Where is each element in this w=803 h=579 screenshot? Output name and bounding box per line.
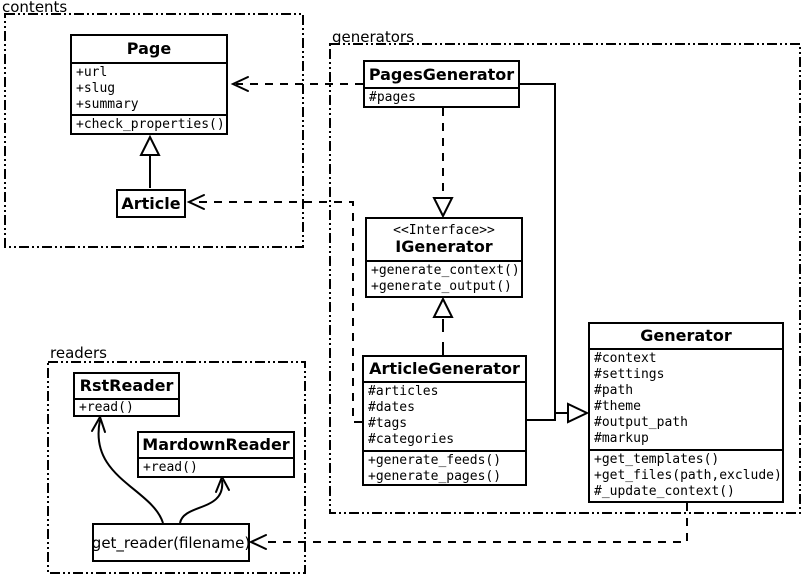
class-method: +check_properties() (76, 117, 225, 132)
package-contents-border (4, 13, 304, 248)
rstreader-methods-section: +read() (75, 398, 178, 415)
arrow-articlegenerator-to-igenerator (432, 296, 454, 355)
class-attribute: #categories (368, 432, 455, 447)
class-attribute: #theme (594, 399, 641, 414)
class-attribute: #settings (594, 367, 665, 382)
class-box-generator: Generator #context #settings #path #them… (588, 322, 784, 503)
class-method: +generate_context() (371, 263, 520, 278)
class-attribute: +url (76, 65, 108, 80)
class-box-article: Article (116, 189, 186, 218)
class-method: +generate_output() (371, 279, 512, 294)
igenerator-title-section: <<Interface>> IGenerator (367, 219, 521, 260)
class-attribute: #context (594, 351, 657, 366)
pagesgenerator-attributes-section: #pages (365, 87, 518, 106)
arrow-getreader-to-mardownreader (179, 474, 230, 524)
arrow-generator-to-getreader (248, 503, 688, 550)
igenerator-methods-section: +generate_context() +generate_output() (367, 260, 521, 296)
arrow-article-to-page (139, 134, 161, 188)
class-method: +read() (143, 460, 198, 475)
class-attribute: +slug (76, 81, 116, 96)
class-attribute: #tags (368, 416, 408, 431)
class-attribute: #markup (594, 431, 649, 446)
class-title-pagesgenerator: PagesGenerator (368, 64, 515, 84)
class-attribute: #output_path (594, 415, 688, 430)
mardownreader-methods-section: +read() (139, 457, 293, 476)
class-method: +get_templates() (594, 452, 720, 467)
class-title-article: Article (121, 193, 181, 213)
articlegenerator-methods-section: +generate_feeds() +generate_pages() (364, 450, 525, 484)
class-title-getreader: get_reader(filename) (92, 533, 250, 552)
class-title-igenerator: IGenerator (395, 237, 493, 256)
class-stereotype: <<Interface>> (393, 223, 495, 238)
class-box-rstreader: RstReader +read() (73, 372, 180, 417)
class-box-articlegenerator: ArticleGenerator #articles #dates #tags … (362, 355, 527, 486)
class-box-getreader: get_reader(filename) (92, 523, 250, 562)
class-box-pagesgenerator: PagesGenerator #pages (363, 60, 520, 108)
class-box-mardownreader: MardownReader +read() (137, 431, 295, 478)
class-attribute: #articles (368, 384, 439, 399)
page-methods-section: +check_properties() (72, 114, 226, 133)
class-title-page: Page (126, 39, 172, 58)
class-box-igenerator: <<Interface>> IGenerator +generate_conte… (365, 217, 523, 298)
articlegenerator-attributes-section: #articles #dates #tags #categories (364, 381, 525, 450)
class-title-articlegenerator: ArticleGenerator (369, 359, 520, 378)
generator-attributes-section: #context #settings #path #theme #output_… (590, 348, 782, 449)
arrow-pagesgenerator-to-igenerator (432, 108, 454, 219)
arrow-articlegenerator-to-article (186, 194, 362, 423)
class-attribute: #dates (368, 400, 415, 415)
class-title-generator: Generator (640, 326, 732, 345)
class-attribute: +summary (76, 97, 139, 112)
arrow-pagesgenerator-to-page (230, 76, 363, 92)
class-attribute: #path (594, 383, 634, 398)
package-label-contents: contents (2, 0, 68, 16)
class-method: +generate_pages() (368, 469, 502, 484)
package-readers-border (47, 361, 306, 574)
class-method: #_update_context() (594, 484, 735, 499)
class-method: +get_files(path,exclude) (594, 468, 782, 483)
page-attributes-section: +url +slug +summary (72, 62, 226, 114)
class-title-rstreader: RstReader (79, 376, 174, 395)
package-label-readers: readers (50, 344, 107, 362)
arrow-getreader-to-rstreader (91, 414, 164, 524)
class-attribute: #pages (369, 90, 416, 105)
class-box-page: Page +url +slug +summary +check_properti… (70, 34, 228, 135)
class-title-mardownreader: MardownReader (142, 435, 290, 454)
package-label-generators: generators (332, 28, 414, 46)
class-method: +generate_feeds() (368, 453, 502, 468)
class-method: +read() (79, 400, 134, 415)
arrow-generators-to-generator (520, 83, 590, 424)
generator-methods-section: +get_templates() +get_files(path,exclude… (590, 449, 782, 501)
package-generators-border (329, 43, 801, 514)
